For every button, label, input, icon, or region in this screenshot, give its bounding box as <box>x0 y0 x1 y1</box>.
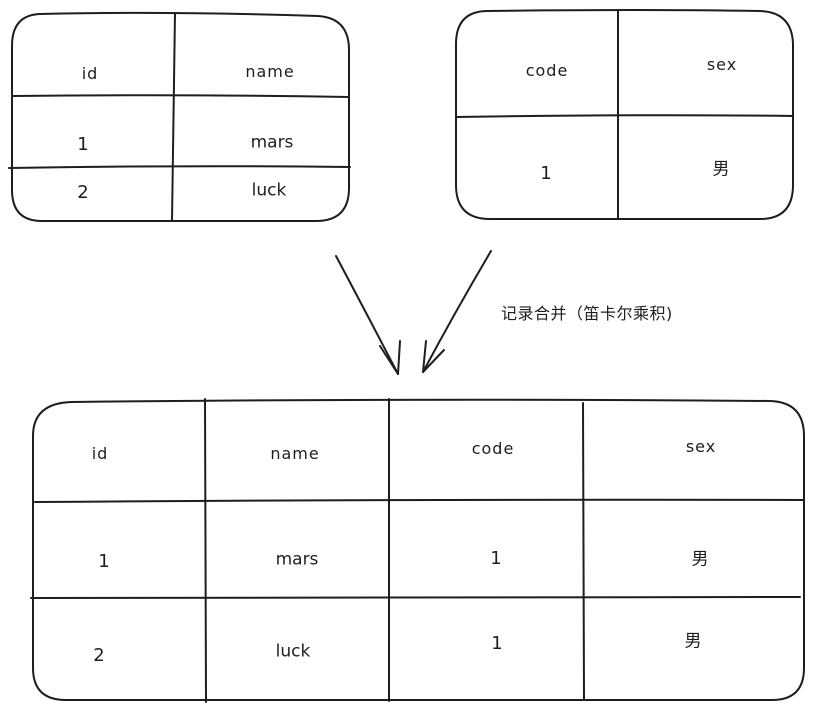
table-b-border <box>455 9 794 220</box>
table-a-cell-id: 1 <box>77 134 89 155</box>
table-a-header-id: id <box>81 64 99 83</box>
merge-label: 记录合并（笛卡尔乘积) <box>501 304 673 323</box>
table-b-cell-sex: 男 <box>712 159 730 180</box>
result-cell-code: 1 <box>491 633 503 654</box>
result-column-divider-3 <box>582 402 585 701</box>
result-row-divider-1 <box>34 498 805 503</box>
table-a-border <box>11 11 350 222</box>
result-table-border <box>32 398 805 701</box>
table-b-header-code: code <box>525 61 569 80</box>
table-a-header-name: name <box>245 62 295 81</box>
result-header-code: code <box>471 439 515 458</box>
table-b-cell-code: 1 <box>540 163 552 184</box>
table-a-column-divider <box>171 12 176 222</box>
table-a-cell-id: 2 <box>77 182 89 203</box>
table-a-row-divider-1 <box>11 94 350 98</box>
result-header-id: id <box>91 444 109 463</box>
arrow-left-shaft <box>335 255 399 375</box>
result-cell-sex: 男 <box>691 549 709 570</box>
result-column-divider-1 <box>204 398 207 703</box>
table-a-cell-name: mars <box>250 132 294 153</box>
result-header-sex: sex <box>685 437 717 456</box>
result-header-name: name <box>270 444 320 463</box>
table-b-header-sex: sex <box>706 55 738 74</box>
result-cell-name: mars <box>275 549 319 570</box>
arrow-right-head <box>422 340 445 373</box>
result-row-divider-2 <box>30 596 801 599</box>
result-cell-id: 1 <box>98 551 110 572</box>
table-a-row-divider-2 <box>8 165 351 169</box>
result-cell-code: 1 <box>490 548 502 569</box>
arrow-right-shaft <box>422 250 492 373</box>
table-a-cell-name: luck <box>251 180 287 201</box>
result-cell-id: 2 <box>93 645 105 666</box>
result-cell-sex: 男 <box>684 631 702 652</box>
table-b-row-divider <box>455 114 794 118</box>
result-cell-name: luck <box>275 641 311 662</box>
arrow-left-head <box>379 340 401 375</box>
